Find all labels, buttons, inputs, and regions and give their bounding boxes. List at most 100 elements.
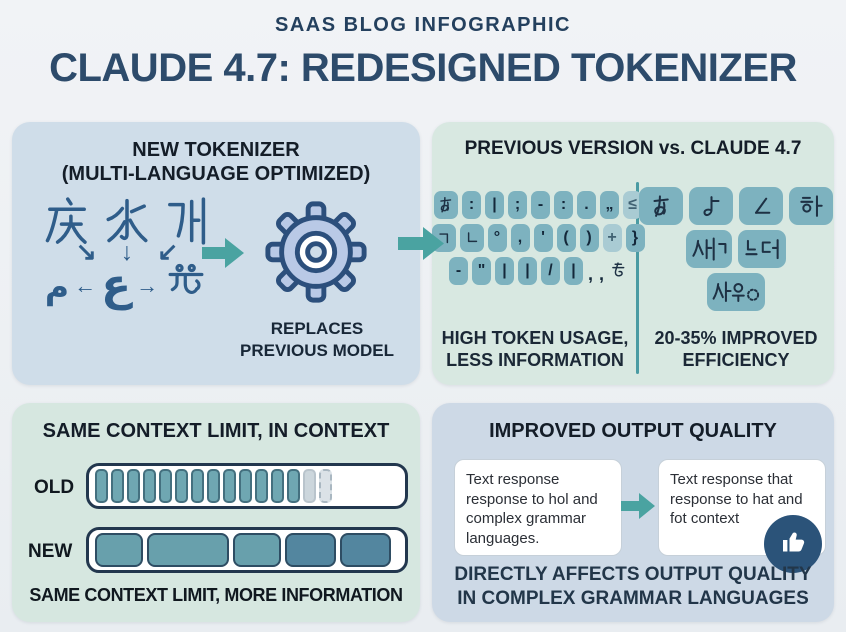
quality-caption-line2: IN COMPLEX GRAMMAR LANGUAGES: [457, 587, 809, 609]
context-segment: [239, 469, 252, 503]
token-tile: °: [487, 224, 507, 252]
quality-caption: DIRECTLY AFFECTS OUTPUT QUALITY IN COMPL…: [432, 563, 834, 611]
context-segment: [191, 469, 204, 503]
flow-arrow-icon: [621, 493, 655, 519]
token-tile: |: [485, 191, 504, 219]
before-response-card: Text response response to hol and comple…: [454, 459, 622, 556]
loose-token: [610, 262, 626, 285]
quality-caption-line1: DIRECTLY AFFECTS OUTPUT QUALITY: [454, 564, 812, 585]
token-tile: (: [556, 224, 576, 252]
gear-caption-line1: REPLACES: [270, 319, 364, 338]
new-caption-line2: EFFICIENCY: [682, 349, 790, 370]
kicker: SAAS BLOG INFOGRAPHIC: [275, 14, 571, 36]
token-tile: :: [554, 191, 573, 219]
arrow-right-icon: →: [136, 273, 159, 298]
context-segment: [127, 469, 140, 503]
old-token-row-2: °,'()+}: [431, 224, 645, 252]
flow-arrow-icon: [202, 238, 244, 268]
panel-title-line1: NEW TOKENIZER: [132, 139, 300, 161]
token-tile: |: [517, 257, 537, 285]
context-caption: SAME CONTEXT LIMIT, MORE INFORMATION: [29, 585, 403, 605]
token-tile: ,: [510, 224, 530, 252]
token-tile: [789, 187, 833, 225]
token-tile: [686, 230, 732, 268]
arabic-meem-char: م: [44, 266, 70, 306]
old-tokenizer-column: :|;-:.„≤ °,'()+} -"||/|,,: [431, 186, 645, 290]
token-tile: .: [577, 191, 596, 219]
token-tile: -: [531, 191, 550, 219]
arrow-left-icon: ←: [74, 273, 97, 298]
token-tile: [689, 187, 733, 225]
loose-token: ,: [599, 264, 605, 284]
token-tile: |: [494, 257, 514, 285]
multilanguage-glyph-cluster: ↘ ↓ ↙ م ← ع →: [28, 196, 226, 309]
token-tile: :: [462, 191, 481, 219]
new-token-row-1: [639, 187, 833, 225]
vertical-divider: [636, 182, 639, 374]
target-characters-row: م ← ع →: [28, 263, 226, 309]
panel-context-limit: SAME CONTEXT LIMIT, IN CONTEXT OLD NEW S…: [12, 403, 420, 622]
panel-output-quality: IMPROVED OUTPUT QUALITY Text response re…: [432, 403, 834, 622]
token-tile: ': [533, 224, 553, 252]
panel-version-comparison: PREVIOUS VERSION vs. CLAUDE 4.7 :|;-:.„≤…: [431, 122, 834, 385]
context-segment: [111, 469, 124, 503]
context-segment: [175, 469, 188, 503]
context-segment: [233, 533, 281, 567]
arrow-down-left-icon: ↙: [157, 238, 179, 266]
new-token-row-2: [644, 230, 828, 268]
context-segment: [303, 469, 316, 503]
context-segment: [95, 533, 143, 567]
token-tile: ;: [508, 191, 527, 219]
hangul-ge-icon: [168, 197, 206, 245]
token-tile: /: [540, 257, 560, 285]
page-title: CLAUDE 4.7: REDESIGNED TOKENIZER: [49, 46, 797, 90]
new-bar-label: NEW: [28, 541, 73, 562]
panel-quality-title: IMPROVED OUTPUT QUALITY: [489, 420, 777, 442]
old-token-row-1: :|;-:.„≤: [434, 191, 642, 219]
context-segment: [143, 469, 156, 503]
old-caption-line1: HIGH TOKEN USAGE,: [441, 328, 629, 348]
token-tile: [459, 224, 484, 252]
panel-new-tokenizer-title: NEW TOKENIZER (MULTI-LANGUAGE OPTIMIZED): [12, 138, 420, 186]
new-tokenizer-caption: 20-35% IMPROVED EFFICIENCY: [642, 328, 830, 371]
context-segment: [319, 469, 332, 503]
tibetan-char-icon: [168, 263, 204, 294]
token-tile: [639, 187, 683, 225]
new-tokenizer-column: [639, 182, 833, 316]
old-caption-line2: LESS INFORMATION: [446, 349, 624, 370]
converge-arrows-row: ↘ ↓ ↙: [28, 240, 226, 265]
loose-token: ,: [587, 264, 593, 284]
token-tile: [739, 187, 783, 225]
old-token-row-3: -"||/|,,: [442, 257, 634, 285]
token-tile: ≤: [623, 191, 642, 219]
token-tile: „: [600, 191, 619, 219]
token-tile: [434, 191, 458, 219]
flow-arrow-icon: [398, 227, 444, 260]
context-segment: [340, 533, 391, 567]
old-context-bar: [86, 463, 408, 509]
token-tile: |: [563, 257, 583, 285]
arrow-down-icon: ↓: [120, 238, 134, 266]
source-characters-row: [28, 196, 226, 246]
context-segment: [255, 469, 268, 503]
token-tile: ": [471, 257, 491, 285]
gear-caption-line2: PREVIOUS MODEL: [240, 341, 394, 361]
thumbs-up-icon: [764, 515, 822, 573]
panel-title-line2: (MULTI-LANGUAGE OPTIMIZED): [61, 163, 371, 185]
token-tile: }: [625, 224, 645, 252]
context-segment: [285, 533, 336, 567]
panel-context-title: SAME CONTEXT LIMIT, IN CONTEXT: [42, 420, 390, 442]
context-segment: [287, 469, 300, 503]
token-tile: [738, 230, 786, 268]
panel-new-tokenizer: NEW TOKENIZER (MULTI-LANGUAGE OPTIMIZED)…: [12, 122, 420, 385]
token-tile: [707, 273, 765, 311]
context-segment: [159, 469, 172, 503]
new-context-bar: [86, 527, 408, 573]
hanzi-qing-icon: [45, 197, 87, 244]
gear-caption: REPLACES PREVIOUS MODEL: [224, 318, 410, 362]
context-segment: [271, 469, 284, 503]
token-tile: +: [602, 224, 622, 252]
hanzi-shui-icon: [106, 198, 148, 243]
new-caption-line1: 20-35% IMPROVED: [654, 328, 818, 348]
